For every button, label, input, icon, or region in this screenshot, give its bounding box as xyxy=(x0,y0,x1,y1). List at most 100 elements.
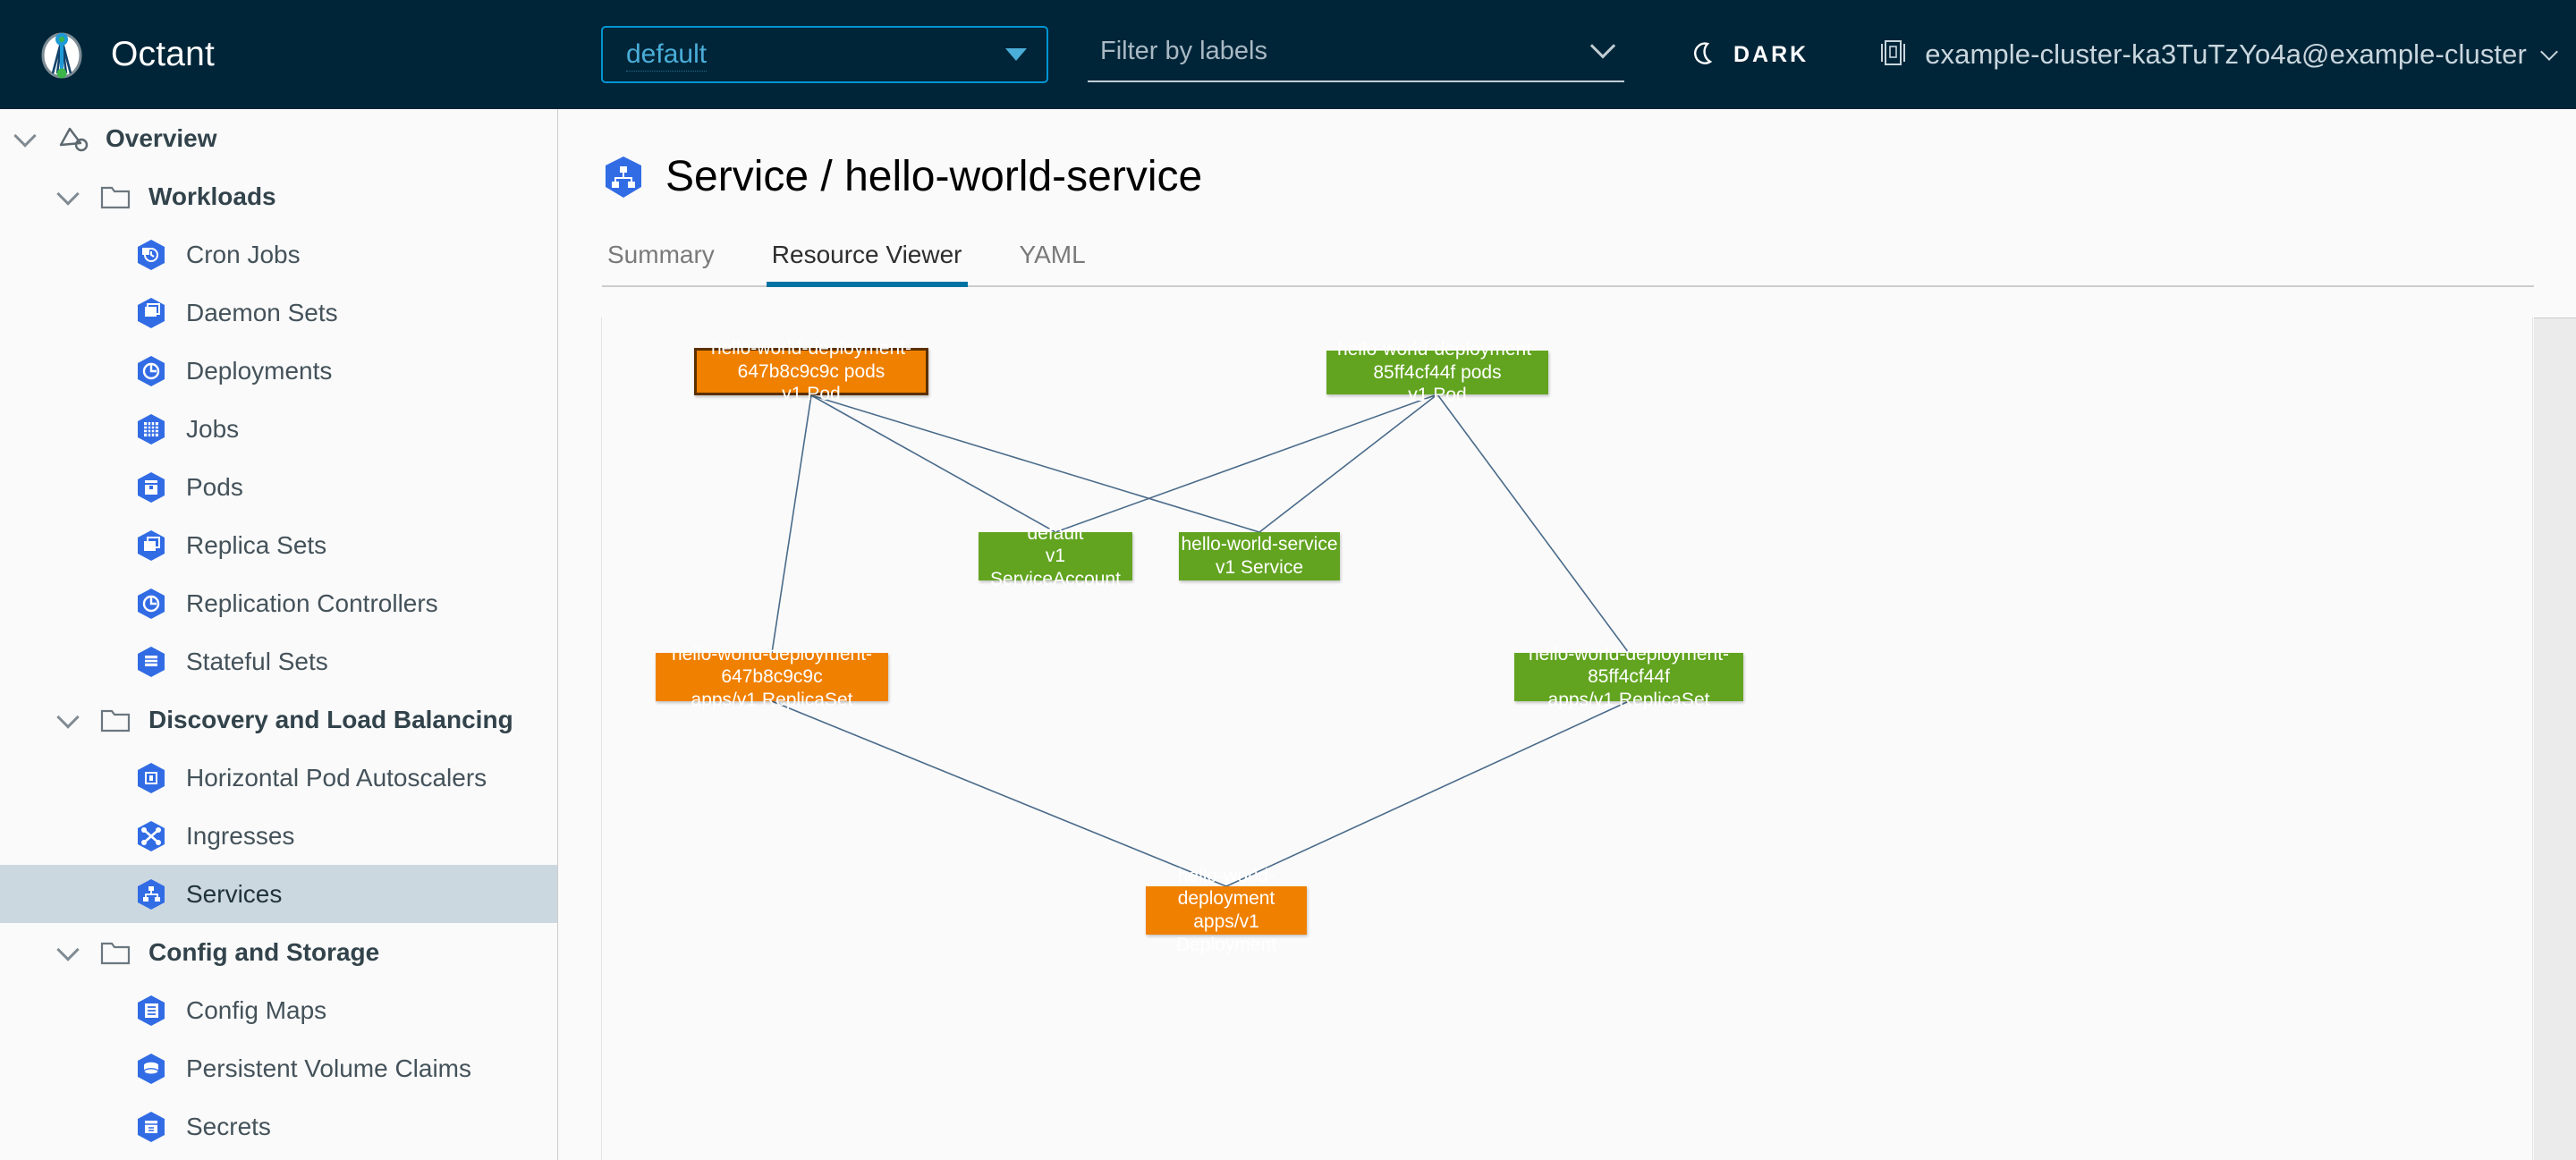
tab-summary[interactable]: Summary xyxy=(607,241,715,268)
tab-resource-viewer[interactable]: Resource Viewer xyxy=(766,241,968,287)
sidebar-item-deployments[interactable]: Deployments xyxy=(0,342,557,400)
sidebar-item-pods[interactable]: Pods xyxy=(0,458,557,516)
page-title: Service / hello-world-service xyxy=(601,152,2576,201)
graph-node-kind: apps/v1 ReplicaSet xyxy=(691,689,853,710)
sidebar-item-replication-controllers[interactable]: Replication Controllers xyxy=(0,574,557,632)
moon-icon xyxy=(1690,40,1719,69)
sidebar-item-overview[interactable]: Overview xyxy=(0,109,557,167)
sidebar-item-label: Config and Storage xyxy=(148,937,380,966)
folder-icon xyxy=(100,939,131,966)
sidebar-item-jobs[interactable]: Jobs xyxy=(0,400,557,458)
sidebar-item-workloads[interactable]: Workloads xyxy=(0,167,557,225)
graph-node-kind: apps/v1 ReplicaSet xyxy=(1547,689,1710,710)
k8s-job-icon xyxy=(134,412,168,446)
sidebar-item-services[interactable]: Services xyxy=(0,865,557,923)
graph-edge xyxy=(771,394,812,654)
sidebar-item-replica-sets[interactable]: Replica Sets xyxy=(0,516,557,574)
namespace-select[interactable]: default xyxy=(601,26,1048,83)
chevron-down-icon[interactable] xyxy=(57,941,80,964)
sidebar-item-label: Replication Controllers xyxy=(186,588,438,617)
chevron-down-icon xyxy=(1589,33,1616,59)
graph-node-name: hello-world-service xyxy=(1181,534,1338,555)
graph-edge xyxy=(810,394,1260,533)
tab-bar: Summary Resource Viewer YAML xyxy=(602,232,2534,287)
k8s-service-icon xyxy=(601,155,646,199)
k8s-replicationcontroller-icon xyxy=(134,587,168,621)
graph-node-name: hello-world-deployment-647b8c9c9c pods xyxy=(710,338,912,382)
sidebar-item-config-maps[interactable]: Config Maps xyxy=(0,981,557,1039)
graph-edge xyxy=(771,700,1227,887)
k8s-pvc-icon xyxy=(134,1052,168,1086)
sidebar-item-label: Persistent Volume Claims xyxy=(186,1054,472,1082)
graph-node-kind: v1 Service xyxy=(1215,557,1304,578)
graph-node-name: hello-world-deployment-647b8c9c9c xyxy=(671,643,873,688)
octant-logo-icon xyxy=(36,29,88,80)
graph-edges xyxy=(771,394,1630,887)
graph-edge xyxy=(1225,700,1630,887)
k8s-pod-icon xyxy=(134,470,168,504)
graph-node-name: hello-world-deployment xyxy=(1177,865,1275,910)
sidebar-item-label: Daemon Sets xyxy=(186,298,338,326)
tab-yaml[interactable]: YAML xyxy=(1019,241,1086,268)
graph-node-kind: v1 Pod xyxy=(782,384,841,405)
overview-icon xyxy=(57,125,89,152)
sidebar-item-secrets[interactable]: Secrets xyxy=(0,1097,557,1156)
chevron-down-icon[interactable] xyxy=(14,127,38,150)
graph-edge xyxy=(1055,394,1438,533)
k8s-hpa-icon xyxy=(134,761,168,795)
theme-toggle[interactable]: DARK xyxy=(1690,40,1809,69)
app-header: Octant default Filter by labels DARK exa… xyxy=(0,0,2576,109)
sidebar-item-persistent-volume-claims[interactable]: Persistent Volume Claims xyxy=(0,1039,557,1097)
page-title-text: Service / hello-world-service xyxy=(665,153,1203,200)
graph-node-name: default xyxy=(1027,522,1084,544)
sidebar-item-label: Discovery and Load Balancing xyxy=(148,705,513,733)
chevron-down-icon[interactable] xyxy=(57,185,80,208)
sidebar-item-cron-jobs[interactable]: Cron Jobs xyxy=(0,225,557,284)
folder-icon xyxy=(100,707,131,733)
cluster-name: example-cluster-ka3TuTzYo4a@example-clus… xyxy=(1925,38,2527,70)
chevron-down-icon[interactable] xyxy=(57,708,80,732)
label-filter-input[interactable]: Filter by labels xyxy=(1088,27,1624,82)
k8s-ingress-icon xyxy=(134,819,168,853)
sidebar-item-stateful-sets[interactable]: Stateful Sets xyxy=(0,632,557,690)
sidebar-item-label: Config Maps xyxy=(186,995,327,1024)
sidebar-item-daemon-sets[interactable]: Daemon Sets xyxy=(0,284,557,342)
sidebar-item-label: Horizontal Pod Autoscalers xyxy=(186,763,487,792)
sidebar-item-label: Services xyxy=(186,879,283,908)
graph-node-name: hello-world-deployment-85ff4cf44f pods xyxy=(1336,339,1538,383)
k8s-secret-icon xyxy=(134,1110,168,1144)
k8s-deployment-icon xyxy=(134,354,168,388)
sidebar-item-ingresses[interactable]: Ingresses xyxy=(0,807,557,865)
k8s-configmap-icon xyxy=(134,994,168,1028)
graph-edge xyxy=(1436,394,1630,654)
theme-label: DARK xyxy=(1733,41,1809,67)
sidebar-item-horizontal-pod-autoscalers[interactable]: Horizontal Pod Autoscalers xyxy=(0,749,557,807)
k8s-daemonset-icon xyxy=(134,296,168,330)
k8s-service-icon xyxy=(134,877,168,911)
graph-edge xyxy=(810,394,1056,533)
k8s-cronjob-icon xyxy=(134,238,168,272)
sidebar-item-label: Pods xyxy=(186,472,243,501)
sidebar-item-label: Cron Jobs xyxy=(186,240,301,268)
sidebar-item-label: Overview xyxy=(106,123,217,152)
main-content: Service / hello-world-service Summary Re… xyxy=(559,109,2576,1160)
graph-node-kind: apps/v1 Deployment xyxy=(1175,911,1277,955)
k8s-replicaset-icon xyxy=(134,529,168,563)
brand[interactable]: Octant xyxy=(0,29,555,80)
sidebar-item-discovery-and-load-balancing[interactable]: Discovery and Load Balancing xyxy=(0,690,557,749)
graph-edge xyxy=(1258,394,1438,533)
cluster-select[interactable]: example-cluster-ka3TuTzYo4a@example-clus… xyxy=(1880,38,2558,72)
brand-title: Octant xyxy=(111,35,216,73)
sidebar-item-label: Replica Sets xyxy=(186,530,327,559)
sidebar-item-config-and-storage[interactable]: Config and Storage xyxy=(0,923,557,981)
caret-down-icon xyxy=(1005,48,1027,61)
